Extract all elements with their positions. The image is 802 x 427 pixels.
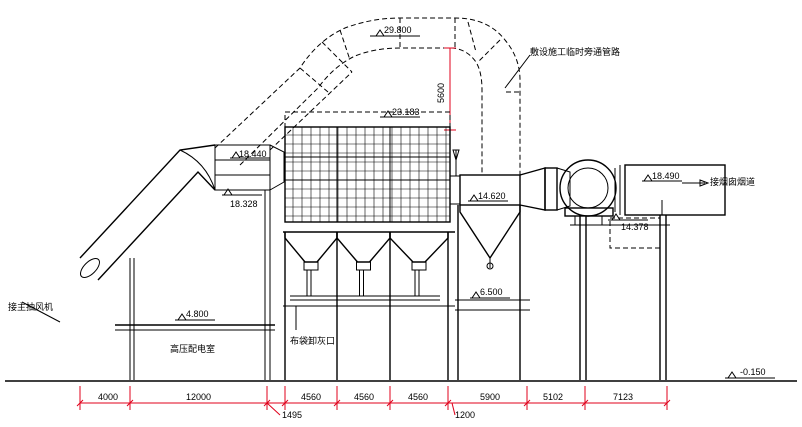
fan-base: 14.378 [608, 213, 661, 249]
id-fan [559, 159, 617, 225]
elevation-ground: -0.150 [725, 367, 775, 379]
elevation-outlet: 18.490 [642, 171, 682, 182]
outlet-support-structure [570, 200, 670, 380]
svg-text:14.620: 14.620 [478, 191, 506, 201]
chimney-label: 接烟囱烟道 [682, 176, 755, 188]
svg-text:14.378: 14.378 [621, 222, 649, 232]
hv-electrical-room: 高压配电室 [115, 190, 275, 380]
svg-text:29.800: 29.800 [384, 25, 412, 35]
ash-discharge-label: 布袋卸灰口 [290, 306, 335, 347]
dimension-4560-b: 4560 [354, 392, 374, 402]
svg-text:6.500: 6.500 [480, 287, 503, 297]
svg-text:接主抽风机: 接主抽风机 [8, 301, 53, 313]
hopper-2 [336, 232, 391, 296]
small-dimensions: 1495 1200 [266, 402, 475, 420]
dimension-1200: 1200 [455, 410, 475, 420]
elevation-inlet-support: 18.328 [222, 188, 262, 209]
svg-text:18.328: 18.328 [230, 199, 258, 209]
svg-text:-0.150: -0.150 [740, 367, 766, 377]
elevation-inlet: 18.440 [230, 149, 270, 159]
svg-text:高压配电室: 高压配电室 [170, 343, 215, 355]
vertical-dimension-label: 5600 [436, 83, 446, 103]
bypass-height-dimension: 5600 [436, 47, 456, 131]
filter-hoppers [284, 232, 449, 296]
elevation-filter-top: 23.183 [380, 107, 420, 118]
dimension-4560-c: 4560 [408, 392, 428, 402]
svg-text:接烟囱烟道: 接烟囱烟道 [710, 176, 755, 188]
dimension-12000: 12000 [186, 392, 211, 402]
dimension-7123: 7123 [613, 392, 633, 402]
svg-text:敷设施工临时旁通管路: 敷设施工临时旁通管路 [530, 46, 620, 58]
dimension-5900: 5900 [480, 392, 500, 402]
bypass-duct [214, 17, 521, 175]
main-fan-label: 接主抽风机 [8, 301, 61, 323]
elevation-top-bypass: 29.800 [370, 25, 420, 37]
dimension-4000: 4000 [98, 392, 118, 402]
filter-support-structure [283, 231, 455, 380]
elevation-separator: 14.620 [468, 191, 508, 202]
svg-text:布袋卸灰口: 布袋卸灰口 [290, 335, 335, 347]
svg-text:23.183: 23.183 [392, 107, 420, 117]
dimension-1495: 1495 [282, 410, 302, 420]
dimension-5102: 5102 [543, 392, 563, 402]
elevation-platform: 6.500 [470, 287, 510, 299]
bag-filter [284, 111, 451, 223]
inlet-duct [79, 144, 285, 281]
svg-text:18.490: 18.490 [652, 171, 680, 181]
hopper-1 [284, 232, 338, 296]
elevation-hv-room: 4.800 [175, 309, 215, 321]
bypass-duct-label: 敷设施工临时旁通管路 [504, 46, 620, 89]
bottom-dimension-chain: 4000 12000 4560 4560 4560 5900 5102 7123 [76, 386, 671, 410]
svg-text:4.800: 4.800 [186, 309, 209, 319]
separator [450, 149, 530, 380]
hopper-3 [389, 232, 449, 296]
dimension-4560-a: 4560 [301, 392, 321, 402]
outlet-duct [519, 164, 726, 216]
svg-text:18.440: 18.440 [239, 149, 267, 159]
